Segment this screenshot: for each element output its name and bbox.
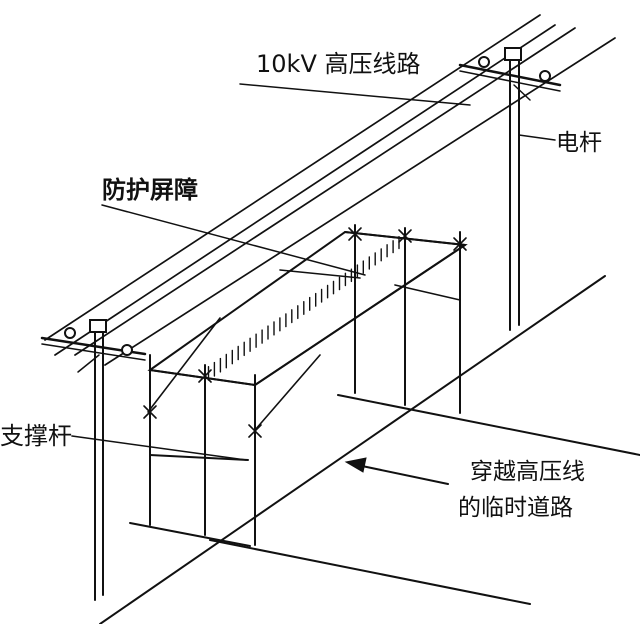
right-utility-pole — [458, 47, 562, 331]
joint-mark-4 — [398, 229, 412, 243]
brace-2 — [254, 354, 321, 431]
leader-utility-pole — [518, 134, 556, 141]
arrow-shaft — [361, 465, 449, 485]
support-baseline — [149, 454, 249, 461]
left-insulator-1 — [64, 327, 76, 339]
left-utility-pole — [40, 319, 147, 601]
conductor-3 — [74, 27, 576, 356]
support-scaffold — [143, 224, 467, 546]
brace-3 — [394, 284, 461, 301]
left-crossarm-lower — [41, 343, 146, 361]
leader-lines — [71, 83, 556, 461]
label-road-line-2: 的临时道路 — [458, 495, 573, 521]
right-brace — [513, 84, 531, 101]
road-back-edge — [337, 394, 640, 456]
brace-1 — [147, 317, 221, 413]
label-high-voltage-line: 10kV 高压线路 — [256, 50, 421, 78]
road-near-edge — [209, 539, 531, 605]
joint-mark-2 — [198, 369, 212, 383]
conductor-4 — [104, 37, 616, 366]
right-insulator-1 — [478, 56, 490, 68]
conductor-1 — [44, 14, 541, 341]
left-insulator-2 — [121, 344, 133, 356]
right-insulator-2 — [539, 70, 551, 82]
label-road-line-1: 穿越高压线 — [470, 459, 585, 485]
right-crossarm-lower — [459, 70, 561, 92]
screen-right-rail — [254, 244, 466, 386]
road-segment — [129, 522, 251, 547]
leader-support-pole — [71, 435, 247, 461]
protective-screen — [147, 230, 468, 387]
joint-mark-3 — [248, 424, 262, 438]
brace-4 — [279, 269, 361, 279]
joint-mark-5 — [453, 237, 467, 251]
joint-mark-6 — [348, 227, 362, 241]
power-conductors — [44, 14, 616, 366]
right-insulator-center — [504, 47, 522, 61]
left-insulator-center — [89, 319, 107, 333]
leader-protective-screen — [101, 204, 366, 276]
label-protective-screen: 防护屏障 — [102, 176, 198, 204]
arrow-head-icon — [344, 457, 367, 473]
joint-mark-1 — [143, 405, 157, 419]
label-support-pole: 支撑杆 — [0, 422, 72, 450]
label-utility-pole: 电杆 — [556, 130, 602, 156]
road-far-edge — [99, 275, 606, 624]
left-brace — [77, 354, 100, 373]
conductor-2 — [54, 24, 556, 356]
joint-marks — [143, 227, 467, 438]
road — [99, 275, 640, 624]
screen-hatching — [207, 235, 400, 381]
leader-high-voltage-line — [239, 83, 471, 106]
road-direction-arrow — [344, 457, 449, 485]
screen-outline — [147, 230, 468, 387]
